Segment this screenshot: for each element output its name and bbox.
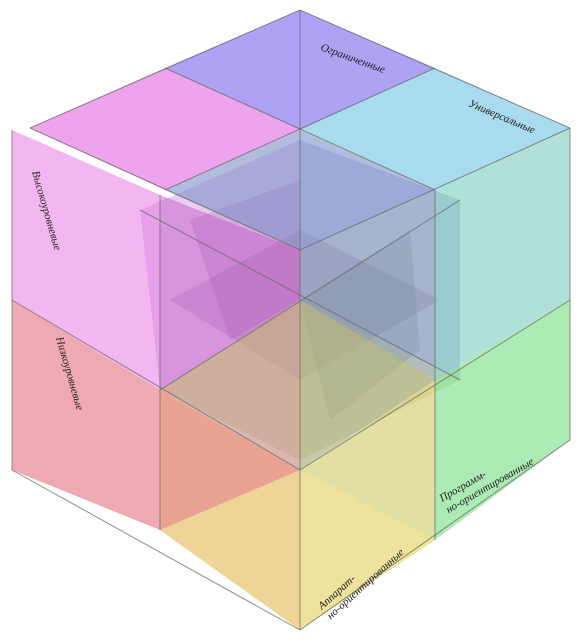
edge-inner-left bbox=[139, 209, 461, 381]
right-cell-lower-right bbox=[435, 300, 570, 540]
outer-edge-right bbox=[299, 128, 571, 631]
edge-inner-right bbox=[159, 199, 461, 391]
edge-top-front-left bbox=[29, 127, 571, 251]
left-cell-upper-right bbox=[160, 195, 300, 470]
left-cell-upper-left bbox=[12, 130, 160, 390]
front-cell-bottom bbox=[160, 470, 435, 630]
interior-cell-center bbox=[170, 230, 440, 380]
right-cell-upper-right bbox=[435, 128, 570, 380]
interior-cell-diagonal-b bbox=[300, 230, 420, 420]
right-cell-upper-left bbox=[300, 190, 435, 470]
interior-cell-bottom bbox=[160, 300, 460, 460]
edge-top-diagonal-b bbox=[164, 67, 436, 191]
left-cell-lower-left bbox=[12, 300, 160, 530]
cube-edges bbox=[11, 9, 571, 631]
left-face bbox=[12, 130, 300, 630]
edge-left-mid bbox=[11, 299, 301, 471]
outer-edge-left bbox=[11, 130, 301, 631]
